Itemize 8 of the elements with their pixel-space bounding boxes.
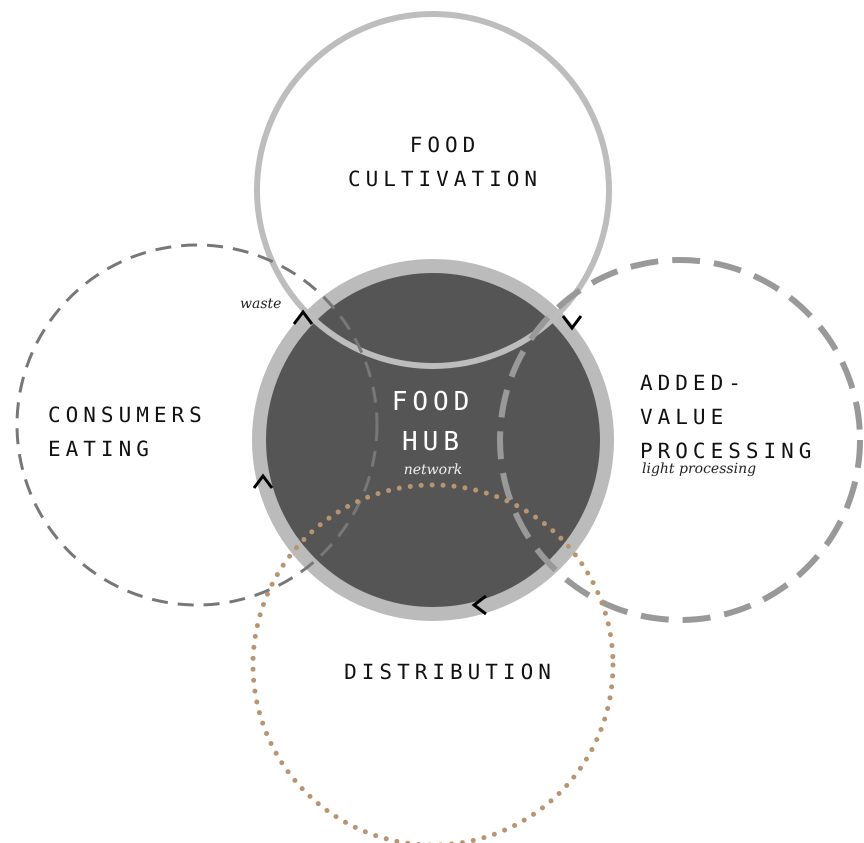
circle-title: ADDED- VALUE PROCESSING bbox=[640, 370, 818, 463]
circle-note: network bbox=[402, 462, 464, 478]
circle-note: light processing bbox=[642, 461, 758, 477]
circle-title: FOOD CULTIVATION bbox=[346, 132, 544, 193]
circle-title: DISTRIBUTION bbox=[343, 659, 557, 686]
circle-title: CONSUMERS EATING bbox=[48, 402, 208, 463]
circle-title: FOOD HUB bbox=[390, 386, 476, 459]
note-label: waste bbox=[240, 296, 282, 312]
